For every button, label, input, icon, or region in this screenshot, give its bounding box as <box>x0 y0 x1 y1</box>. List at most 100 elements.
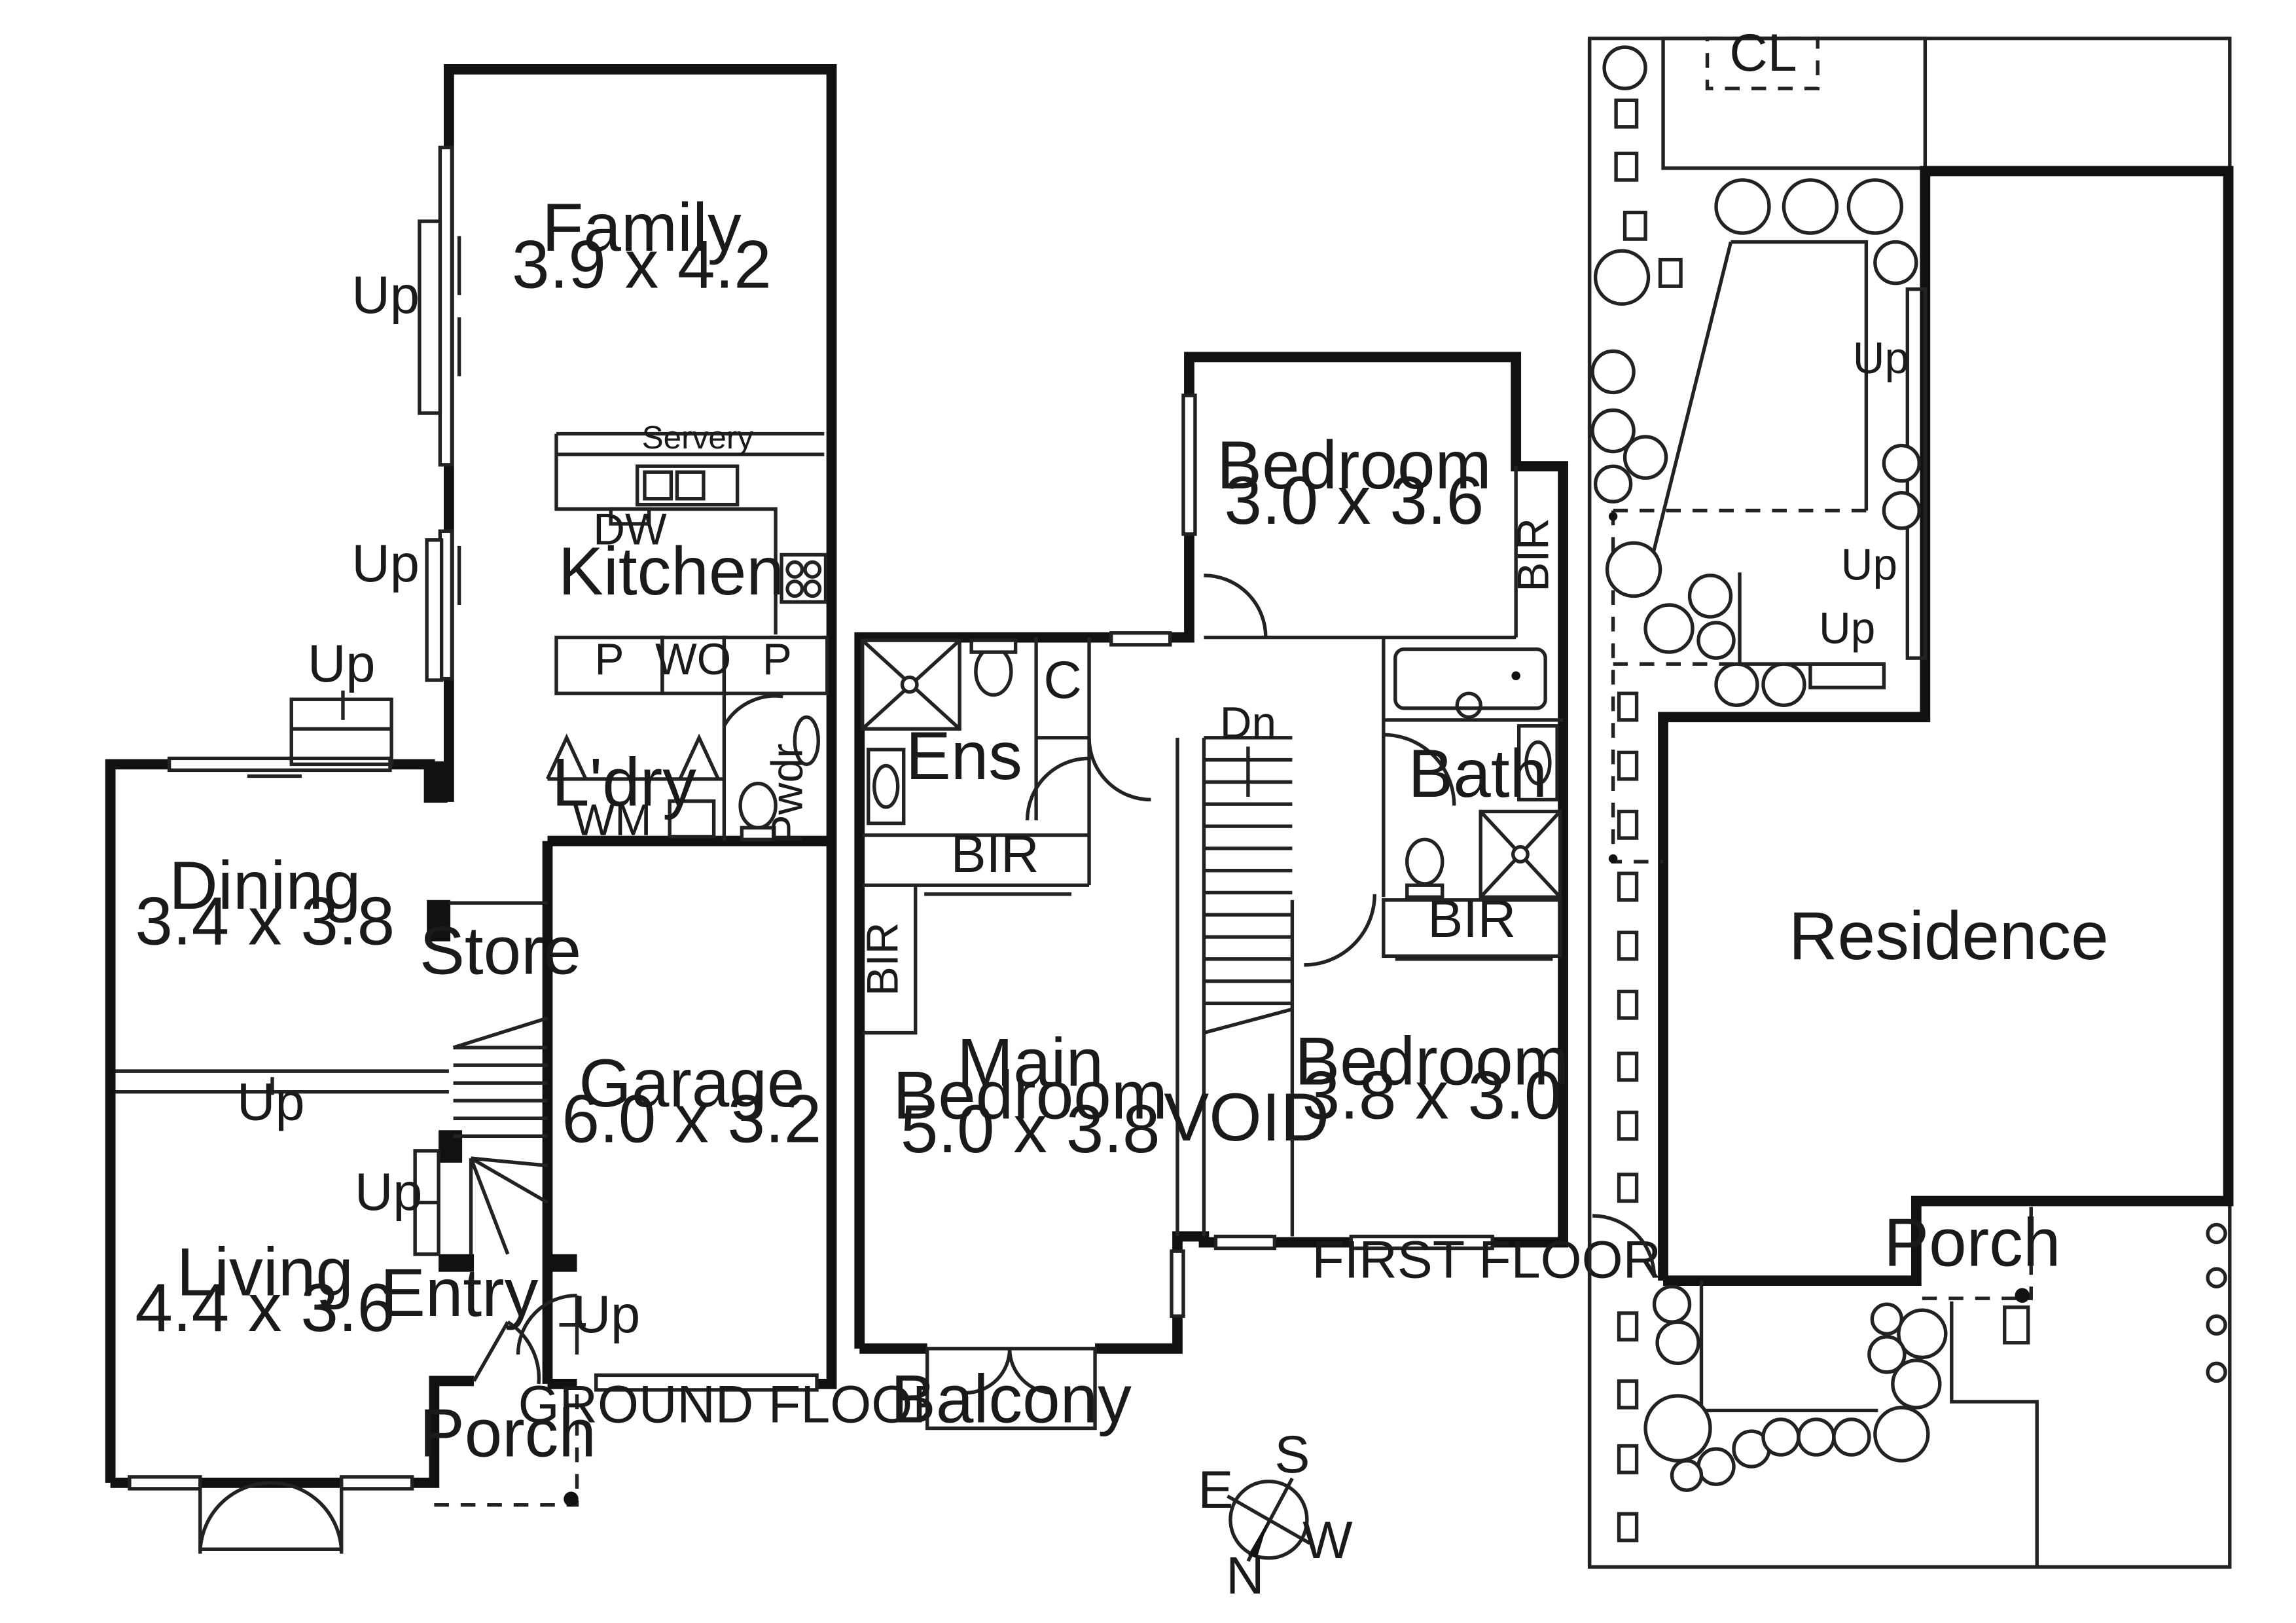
stepping-stone <box>1617 1051 1639 1082</box>
tree-icon <box>1696 621 1736 660</box>
label-site-porch: Porch <box>1884 1205 2060 1281</box>
tree-icon <box>1832 1417 1871 1457</box>
stair-winder <box>469 1158 510 1255</box>
courtyard-line <box>1649 241 1733 562</box>
window <box>425 538 444 682</box>
garden-edge <box>1699 1281 1878 1413</box>
dishwasher <box>609 507 651 526</box>
window <box>1109 631 1172 647</box>
basin <box>793 715 820 767</box>
front-door-swing <box>507 1320 541 1385</box>
post <box>1608 854 1618 864</box>
room-label-ensuite: Ens <box>906 718 1022 793</box>
compass-needle <box>1227 1494 1311 1545</box>
label-cupboard: C <box>1043 651 1081 710</box>
room-label-powder: Pwdr <box>763 743 812 844</box>
step-label: Up <box>237 1072 304 1131</box>
tree-icon <box>1714 662 1759 707</box>
room-dims-garage: 6.0 x 3.2 <box>562 1080 822 1156</box>
tree-icon <box>1891 1359 1942 1410</box>
site-plan: CL Residence Porch Up Up Up <box>1587 24 2234 1569</box>
label-wo: WO <box>655 635 731 684</box>
door-swing <box>1383 733 1456 806</box>
powder-door-swing <box>723 694 783 727</box>
tree-icon <box>1761 1417 1801 1457</box>
wall-column <box>547 1254 577 1272</box>
room-label-living: Living <box>177 1234 353 1310</box>
laundry-door <box>546 733 588 780</box>
tree-icon <box>1643 603 1695 654</box>
room-label-entry: Entry <box>380 1254 539 1330</box>
compass-south: S <box>1274 1425 1310 1484</box>
stepping-stone <box>1617 1379 1639 1410</box>
stepping-stone <box>1658 257 1683 288</box>
room-label-dining: Dining <box>169 847 361 923</box>
toilet <box>1405 837 1444 886</box>
post <box>2015 1288 2030 1303</box>
tree-icon <box>1602 45 1647 90</box>
tree-icon <box>1846 178 1904 235</box>
label-pantry-right: P <box>762 635 792 684</box>
room-dims-bedroom-bottom: 3.8 x 3.0 <box>1302 1057 1562 1133</box>
tree-icon <box>1867 1335 1907 1374</box>
window <box>1213 1234 1277 1250</box>
stepping-stone <box>1617 1173 1639 1203</box>
ground-floor: Family 3.9 x 4.2 Servery DW Kitchen P WO… <box>105 64 951 1554</box>
room-dims-family: 3.9 x 4.2 <box>512 226 772 302</box>
stepping-stone <box>1617 750 1639 781</box>
drain <box>1511 671 1520 680</box>
sink-bowl <box>675 470 706 501</box>
basin <box>1524 740 1552 786</box>
room-label-bath: Bath <box>1408 735 1547 811</box>
stepping-stone <box>1614 151 1639 182</box>
wall-column <box>423 761 448 803</box>
gate-swing <box>1592 1214 1657 1278</box>
window <box>340 1475 414 1491</box>
first-floor-caption: FIRST FLOOR <box>1312 1231 1661 1290</box>
bir-wall <box>862 885 918 1035</box>
label-bir-top: BIR <box>1509 518 1558 592</box>
tree-icon <box>1687 574 1733 619</box>
ground-floor-caption: GROUND FLOOR <box>518 1375 951 1434</box>
room-label-main-bedroom: Main <box>957 1025 1103 1101</box>
stepping-stone <box>1617 1311 1639 1342</box>
step-label: Up <box>1853 334 1909 383</box>
laundry-door <box>678 733 720 780</box>
entry-door-swing <box>516 1293 577 1355</box>
tree-icon <box>1593 249 1651 306</box>
wall-column <box>439 1254 475 1272</box>
balcony-door <box>1007 1348 1054 1395</box>
label-residence: Residence <box>1789 898 2109 974</box>
toilet <box>974 646 1013 697</box>
bathtub <box>1393 647 1547 710</box>
tree-icon <box>1797 1417 1836 1457</box>
step-label: Up <box>351 534 419 593</box>
room-dims-bedroom-top: 3.0 x 3.6 <box>1224 462 1484 538</box>
compass: S E W N <box>1198 1425 1353 1605</box>
step <box>1808 662 1886 689</box>
tree-icon <box>1652 1285 1692 1324</box>
tree-icon <box>1643 1394 1712 1463</box>
toilet-cistern <box>1405 883 1444 899</box>
toilet-cistern <box>740 826 776 842</box>
stepping-stone <box>1623 210 1647 241</box>
window <box>1349 1234 1494 1250</box>
tree-icon <box>1623 435 1668 480</box>
stair-winder <box>471 1156 548 1168</box>
label-dw: DW <box>593 505 667 555</box>
toilet-cistern <box>969 638 1018 654</box>
tree-icon <box>2206 1222 2227 1245</box>
tree-icon <box>1873 1406 1930 1463</box>
compass-north: N <box>1226 1546 1264 1605</box>
label-bir-side: BIR <box>859 922 908 996</box>
clothes-line <box>1705 36 1820 90</box>
tree-icon <box>1761 662 1806 707</box>
tree-icon <box>2206 1314 2227 1336</box>
garage-door <box>594 1373 819 1392</box>
compass-east: E <box>1198 1461 1233 1520</box>
room-label-void: VOID <box>1164 1079 1329 1155</box>
stair-line <box>452 1016 548 1049</box>
tree-icon <box>1593 464 1633 503</box>
post <box>564 1491 579 1506</box>
